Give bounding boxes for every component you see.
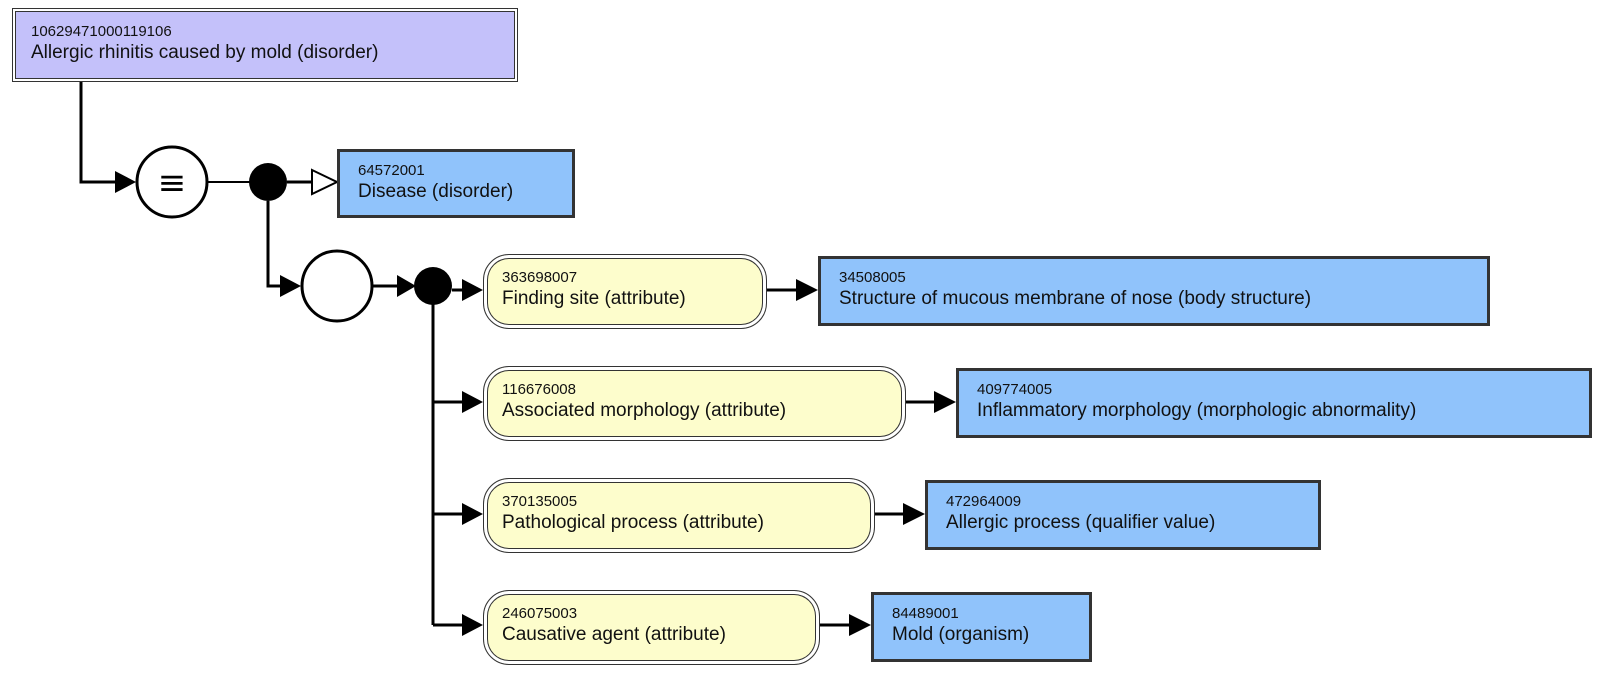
arrow-head bbox=[903, 503, 925, 525]
focus-connector bbox=[79, 82, 122, 184]
arrow-head bbox=[397, 275, 416, 297]
attribute-term: Finding site (attribute) bbox=[502, 288, 686, 309]
conjunction-dot bbox=[249, 163, 287, 201]
arrow-head bbox=[462, 614, 483, 636]
focus-concept-code: 10629471000119106 bbox=[31, 23, 172, 40]
group-connector bbox=[266, 201, 286, 288]
value-concept-code: 472964009 bbox=[946, 493, 1022, 510]
arrow-head bbox=[115, 171, 136, 193]
attribute-term: Causative agent (attribute) bbox=[502, 624, 726, 645]
attribute-code: 116676008 bbox=[502, 381, 576, 398]
attribute-box-pathological-process[interactable]: 370135005 Pathological process (attribut… bbox=[483, 478, 875, 553]
value-concept-term: Structure of mucous membrane of nose (bo… bbox=[839, 288, 1312, 309]
value-concept-term: Allergic process (qualifier value) bbox=[946, 512, 1216, 533]
value-concept-term: Inflammatory morphology (morphologic abn… bbox=[977, 400, 1417, 421]
attribute-code: 246075003 bbox=[502, 605, 578, 622]
arrow-head bbox=[462, 503, 483, 525]
arrow-head bbox=[462, 391, 483, 413]
attribute-code: 370135005 bbox=[502, 493, 578, 510]
is-a-arrow-head bbox=[311, 168, 340, 196]
attribute-box-finding-site[interactable]: 363698007 Finding site (attribute) bbox=[483, 254, 767, 329]
value-concept-code: 34508005 bbox=[839, 269, 906, 286]
attribute-term: Associated morphology (attribute) bbox=[502, 400, 787, 421]
focus-concept-term: Allergic rhinitis caused by mold (disord… bbox=[31, 42, 379, 63]
arrow-head bbox=[934, 391, 956, 413]
arrow-head bbox=[849, 614, 871, 636]
value-concept-code: 84489001 bbox=[892, 605, 959, 622]
value-concept-box-pathological-process[interactable]: 472964009 Allergic process (qualifier va… bbox=[925, 480, 1321, 550]
arrow-head bbox=[462, 279, 483, 301]
value-concept-box-causative-agent[interactable]: 84489001 Mold (organism) bbox=[871, 592, 1092, 662]
definition-status-symbol: ≡ bbox=[158, 163, 187, 203]
value-concept-box-associated-morphology[interactable]: 409774005 Inflammatory morphology (morph… bbox=[956, 368, 1592, 438]
attribute-term: Pathological process (attribute) bbox=[502, 512, 764, 533]
value-concept-term: Mold (organism) bbox=[892, 624, 1030, 645]
parent-concept-code: 64572001 bbox=[358, 162, 425, 179]
attribute-box-causative-agent[interactable]: 246075003 Causative agent (attribute) bbox=[483, 590, 820, 665]
parent-concept-term: Disease (disorder) bbox=[358, 181, 514, 202]
attribute-code: 363698007 bbox=[502, 269, 578, 286]
attribute-group-circle bbox=[300, 249, 374, 323]
parent-concept-box[interactable]: 64572001 Disease (disorder) bbox=[337, 149, 575, 218]
value-concept-code: 409774005 bbox=[977, 381, 1053, 398]
attribute-box-associated-morphology[interactable]: 116676008 Associated morphology (attribu… bbox=[483, 366, 906, 441]
value-concept-box-finding-site[interactable]: 34508005 Structure of mucous membrane of… bbox=[818, 256, 1490, 326]
arrow-head bbox=[280, 275, 301, 297]
arrow-head bbox=[796, 279, 818, 301]
focus-concept-box[interactable]: 10629471000119106 Allergic rhinitis caus… bbox=[12, 8, 518, 82]
